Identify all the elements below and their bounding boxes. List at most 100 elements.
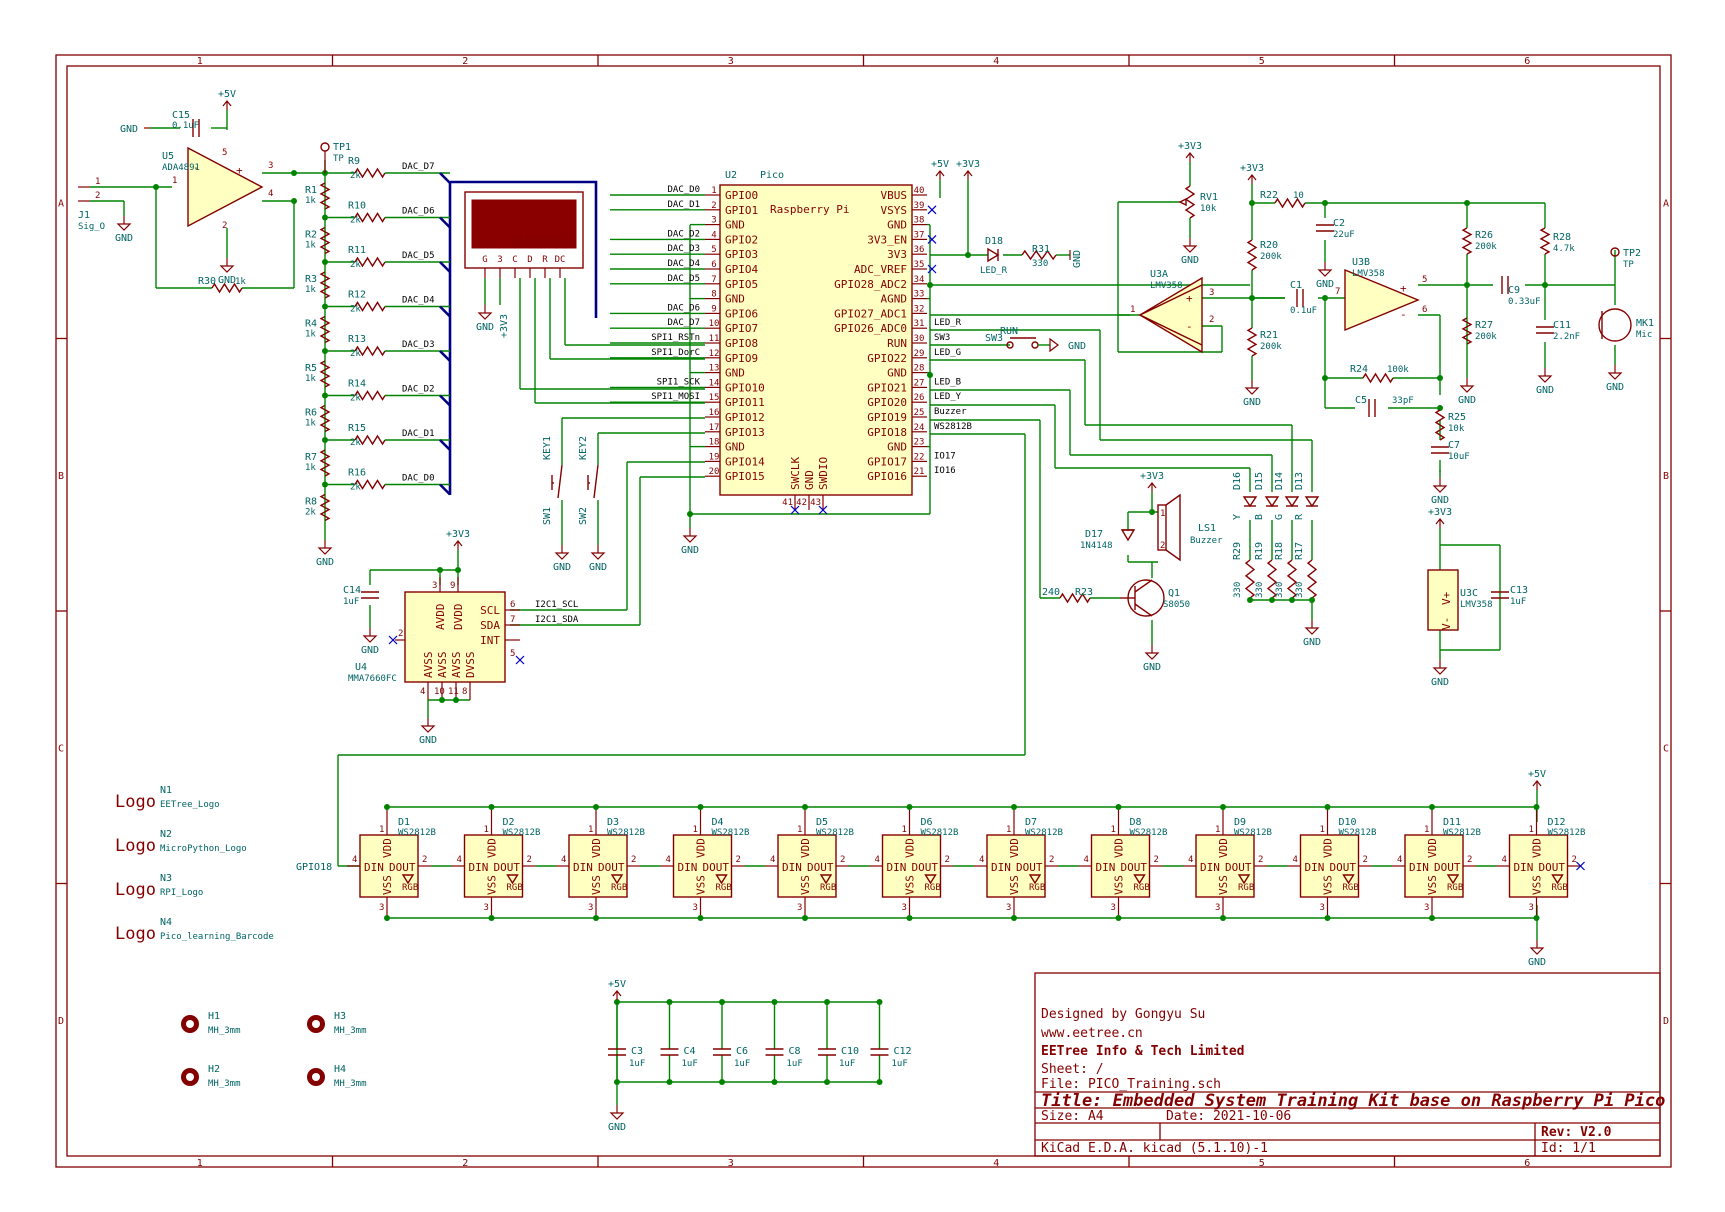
junction-dot [322,481,328,488]
r23-value: 240 [1042,587,1060,598]
junction-dot [1533,915,1540,921]
test-point [320,142,330,152]
rev-text: Rev: V2.0 [1541,1125,1612,1140]
gnd-label: GND [1143,662,1161,673]
dac-series-resistor [354,256,386,268]
q1-value: S8050 [1163,600,1190,610]
gnd-label: GND [1303,637,1321,648]
ws-pin-number: 4 [1502,855,1507,865]
accel-pin-number: 4 [420,687,425,697]
junction-dot [927,282,933,288]
ws-pin-number: 4 [770,855,775,865]
ground-symbol [1304,627,1320,635]
pot-wiper [1178,197,1187,207]
op-amp-body [187,146,264,228]
ws-led-glyph [1028,874,1042,885]
hole-value: MH_3mm [208,1079,241,1089]
r26-resistor [1461,227,1473,255]
ls1-pin-number: 2 [1160,541,1165,551]
u3b-minus: - [1400,308,1407,321]
d17-value: 1N4148 [1080,541,1113,551]
bus-entry [439,216,451,229]
row-label: B [1663,471,1669,482]
accel-pin-name: AVSS [436,652,449,679]
sw3-ref: SW3 [985,333,1003,344]
ws-vdd-label: VDD [799,838,812,858]
c7-ref: C7 [1448,440,1460,451]
decoupling-value: 1uF [892,1059,908,1069]
ws-pin-number: 3 [797,903,802,913]
dac-shunt-ref: R6 [305,408,317,419]
ground-symbol [1607,372,1623,380]
decoupling-value: 1uF [787,1059,803,1069]
junction-dot [876,1079,883,1085]
dac-series-ref: R16 [348,468,366,479]
u3c-ref: U3C [1460,588,1478,599]
ws-din-label: DIN [991,861,1011,874]
logo-placeholder: Logo [115,880,156,900]
ws2812b-led [463,834,524,898]
decoupling-ref: C10 [841,1046,859,1057]
ws-value: WS2812B [1025,828,1063,838]
gnd-label: GND [1316,279,1334,290]
j1-ref: J1 [78,210,90,221]
ground-symbol [1537,375,1553,383]
c5-value: 33pF [1392,396,1414,406]
logo-placeholder: Logo [115,924,156,944]
ws-pin-number: 3 [379,903,384,913]
ws-pin-number: 4 [1084,855,1089,865]
accel-pin-name: SDA [480,619,500,632]
dac-shunt-resistor [319,449,331,477]
oled-pin-name: 3 [497,255,502,265]
column-label: 5 [1259,56,1265,67]
r21-value: 200k [1260,342,1282,352]
gnd-label: GND [120,124,138,135]
ls1-ref: LS1 [1198,523,1216,534]
gnd-label: GND [218,275,236,286]
c9-value: 0.33uF [1508,297,1541,307]
rv1-value: 10k [1200,204,1217,214]
pico-pin-name: GPIO27_ADC1 [834,307,907,320]
u3b-body [1344,268,1420,332]
gnd-label: GND [589,562,607,573]
decoupling-ref: C3 [631,1046,643,1057]
ws-din-label: DIN [1305,861,1325,874]
mounting-hole-center [312,1020,320,1028]
junction-dot [322,214,328,221]
q1-transistor [1134,579,1153,593]
gnd-label: GND [361,645,379,656]
ws-value: WS2812B [1339,828,1377,838]
ws-vss-label: VSS [381,875,394,895]
power-symbol [222,100,232,107]
ws-vdd-label: VDD [590,838,603,858]
r27-ref: R27 [1475,320,1493,331]
ws-led-glyph [924,874,937,885]
r25-ref: R25 [1448,412,1466,423]
junction-dot [455,567,461,573]
column-label: 2 [462,1158,468,1169]
dac-series-value: 2k [350,349,361,359]
junction-dot [1115,804,1122,810]
r22-ref: R22 [1260,190,1278,201]
r27-resistor [1461,317,1473,345]
ground-symbol [1432,485,1448,493]
column-label: 6 [1524,1158,1530,1169]
ground-symbol [477,312,493,320]
ws-vss-label: VSS [799,875,812,895]
junction-dot [1115,915,1122,921]
ws-vss-label: VSS [590,875,603,895]
dac-series-ref: R15 [348,423,366,434]
pico-net-label: LED_G [934,348,961,358]
pico-pin-number: 37 [914,230,925,240]
junction-dot [593,804,599,810]
logo-value: MicroPython_Logo [160,844,247,854]
dac-shunt-ref: R4 [305,319,317,330]
power-label: +3V3 [956,159,980,170]
gnd-label: GND [1072,250,1083,268]
ws-pin-number: 4 [1397,855,1402,865]
pico-pin-number: 19 [709,452,720,462]
ws-ref: D8 [1130,817,1142,828]
pico-pin-number: 33 [914,290,925,300]
dac-net-label: DAC_D5 [402,251,435,261]
